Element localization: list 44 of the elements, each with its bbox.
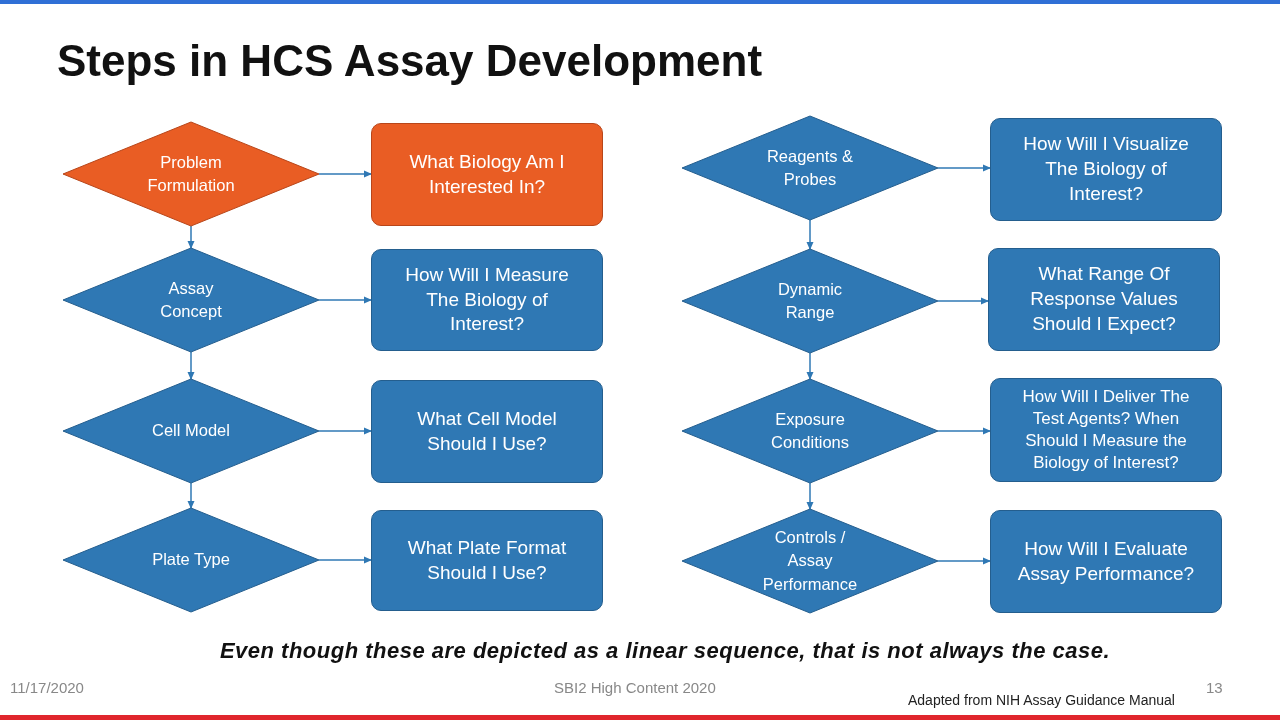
question-box xyxy=(988,248,1220,351)
arrow xyxy=(318,296,372,304)
date-text: 11/17/2020 xyxy=(10,679,84,696)
step-label: Controls / Assay Performance xyxy=(761,527,859,595)
question-text: How Will I Evaluate Assay Performance? xyxy=(1016,536,1196,586)
arrow xyxy=(318,427,372,435)
question-text: What Cell Model Should I Use? xyxy=(416,406,558,456)
note-text: Even though these are depicted as a linear sequence, that is not always the case. xyxy=(218,638,1112,664)
arrow xyxy=(937,297,989,305)
arrow xyxy=(806,482,814,510)
step-label: Assay Concept xyxy=(159,277,223,322)
slide-title: Steps in HCS Assay Development xyxy=(57,36,763,86)
page-number: 13 xyxy=(1206,679,1223,696)
question-text: How Will I Deliver The Test Agents? When Should I Measure the Biology of Interest? xyxy=(1021,385,1191,475)
question-box xyxy=(990,378,1222,482)
question-box xyxy=(990,510,1222,613)
arrow xyxy=(937,557,991,565)
arrow xyxy=(187,482,195,509)
question-box xyxy=(990,118,1222,221)
question-box xyxy=(371,510,603,611)
question-text: What Biology Am I Interested In? xyxy=(408,149,566,199)
question-text: How Will I Visualize The Biology of Interest? xyxy=(1022,132,1190,206)
arrow xyxy=(187,225,195,249)
arrow xyxy=(806,352,814,380)
step-label: Dynamic Range xyxy=(776,278,844,323)
step-label: Problem Formulation xyxy=(146,151,236,196)
step-label: Reagents & Probes xyxy=(765,145,855,190)
step-label: Exposure Conditions xyxy=(770,408,850,453)
source-note: Adapted from NIH Assay Guidance Manual xyxy=(908,692,1175,708)
arrow xyxy=(937,427,991,435)
question-box xyxy=(371,249,603,351)
question-text: How Will I Measure The Biology of Interest? xyxy=(404,262,570,337)
question-box xyxy=(371,380,603,483)
step-label: Cell Model xyxy=(152,420,230,442)
question-text: What Plate Format Should I Use? xyxy=(406,535,568,585)
footer-text: SBI2 High Content 2020 xyxy=(554,679,716,696)
question-text: What Range Of Response Values Should I Expect? xyxy=(1029,262,1179,336)
arrow xyxy=(318,170,372,178)
step-label: Plate Type xyxy=(152,549,230,571)
arrow xyxy=(937,164,991,172)
question-box xyxy=(371,123,603,226)
arrow xyxy=(806,219,814,250)
arrow xyxy=(318,556,372,564)
arrow xyxy=(187,351,195,380)
